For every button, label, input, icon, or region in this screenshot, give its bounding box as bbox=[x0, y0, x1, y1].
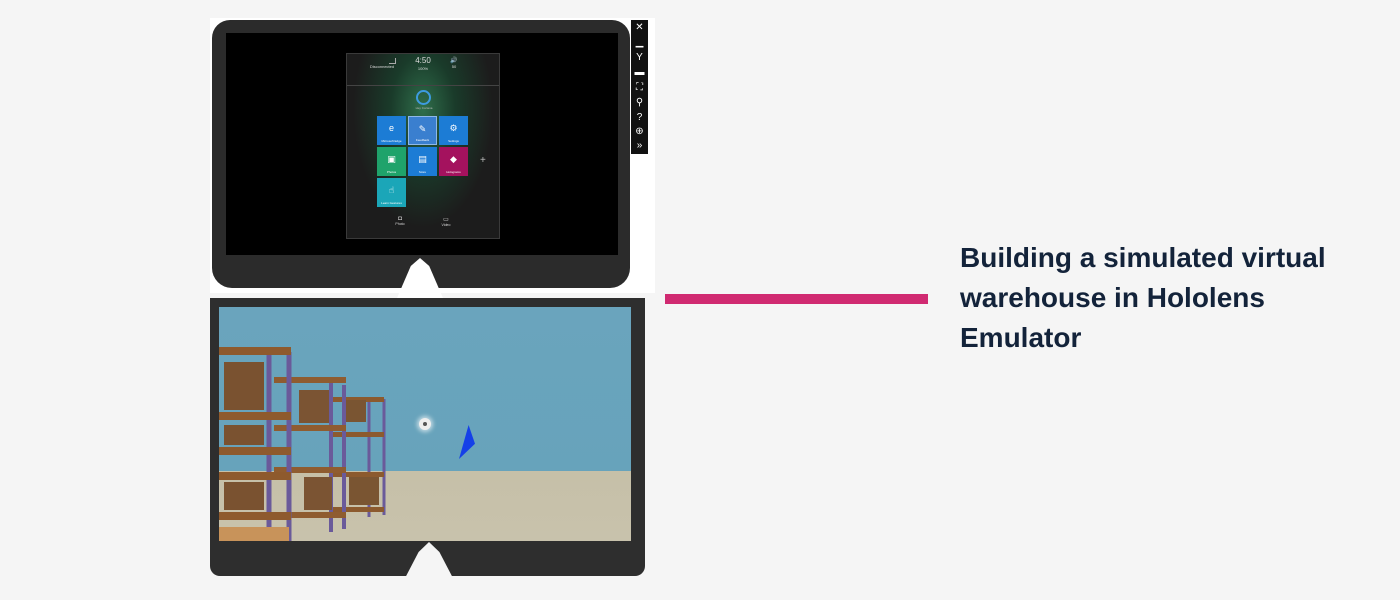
hololens-emulator-warehouse bbox=[210, 298, 645, 582]
tile-learn-gestures[interactable]: ☝ Learn Gestures bbox=[377, 178, 406, 207]
cortana-label: Hey Cortana bbox=[415, 106, 433, 110]
gaze-cursor bbox=[419, 418, 431, 430]
page-headline: Building a simulated virtual warehouse i… bbox=[960, 242, 1326, 353]
hand-pointer-icon: ☝ bbox=[388, 185, 395, 195]
emulator-screen[interactable]: Disconnected 4:50 100% 🔊 50 Hey Cortana … bbox=[226, 33, 618, 255]
minimize-icon[interactable]: ▁ bbox=[635, 37, 644, 48]
tile-photos[interactable]: ▣ Photos bbox=[377, 147, 406, 176]
emulator-frame bbox=[210, 298, 645, 576]
tile-label: Store bbox=[418, 170, 427, 174]
video-label: Video bbox=[441, 223, 451, 227]
holograms-icon: ◆ bbox=[450, 154, 457, 164]
photo-label: Photo bbox=[395, 222, 405, 226]
tile-store[interactable]: ▤ Store bbox=[408, 147, 437, 176]
person-icon[interactable]: Y bbox=[636, 52, 643, 63]
tile-settings[interactable]: ⚙ Settings bbox=[439, 116, 468, 145]
warehouse-scene[interactable] bbox=[219, 307, 631, 541]
keyboard-icon[interactable]: ▬ bbox=[634, 67, 645, 78]
tile-holograms[interactable]: ◆ Holograms bbox=[439, 147, 468, 176]
tile-label: Microsoft Edge bbox=[381, 139, 402, 143]
photo-button[interactable]: ◘ Photo bbox=[390, 216, 410, 226]
fit-screen-icon[interactable]: ⛶ bbox=[636, 82, 643, 93]
globe-icon[interactable]: ⊕ bbox=[635, 126, 644, 137]
tile-label: Photos bbox=[386, 170, 397, 174]
start-menu: Disconnected 4:50 100% 🔊 50 Hey Cortana … bbox=[346, 53, 500, 239]
connection-status: Disconnected bbox=[369, 64, 395, 69]
emulator-frame: Disconnected 4:50 100% 🔊 50 Hey Cortana … bbox=[212, 20, 630, 288]
warehouse-shelves bbox=[219, 347, 386, 541]
zoom-icon[interactable]: ⚲ bbox=[635, 97, 644, 108]
video-camera-icon: ▭ bbox=[443, 217, 449, 223]
volume-level: 50 bbox=[451, 64, 457, 69]
tile-label: Learn Gestures bbox=[381, 201, 402, 205]
cortana-icon[interactable] bbox=[416, 90, 431, 105]
tile-feedback[interactable]: ✎ Feedback bbox=[408, 116, 437, 145]
tile-label: Holograms bbox=[446, 170, 461, 174]
edge-icon: e bbox=[388, 123, 394, 133]
close-icon[interactable]: ✕ bbox=[635, 22, 644, 33]
signal-icon bbox=[389, 58, 396, 64]
hololens-emulator-start-menu: Disconnected 4:50 100% 🔊 50 Hey Cortana … bbox=[210, 18, 655, 298]
photos-icon: ▣ bbox=[387, 154, 396, 164]
video-button[interactable]: ▭ Video bbox=[436, 216, 456, 227]
volume-icon: 🔊 bbox=[450, 58, 458, 64]
tile-label: Feedback bbox=[415, 138, 430, 142]
camera-icon: ◘ bbox=[398, 216, 402, 222]
tile-microsoft-edge[interactable]: e Microsoft Edge bbox=[377, 116, 406, 145]
store-icon: ▤ bbox=[418, 154, 427, 164]
emulator-toolbar: ✕ ▁ Y ▬ ⛶ ⚲ ? ⊕ » bbox=[631, 20, 648, 154]
clock: 4:50 bbox=[415, 56, 431, 65]
gear-icon: ⚙ bbox=[449, 123, 458, 133]
add-app-icon[interactable]: + bbox=[480, 155, 486, 166]
help-icon[interactable]: ? bbox=[636, 112, 643, 123]
tile-label: Settings bbox=[448, 139, 459, 143]
feedback-icon: ✎ bbox=[418, 124, 427, 134]
battery-status: 100% bbox=[417, 66, 429, 71]
more-icon[interactable]: » bbox=[636, 140, 643, 151]
status-divider bbox=[347, 85, 499, 86]
accent-connector-line bbox=[665, 294, 928, 304]
